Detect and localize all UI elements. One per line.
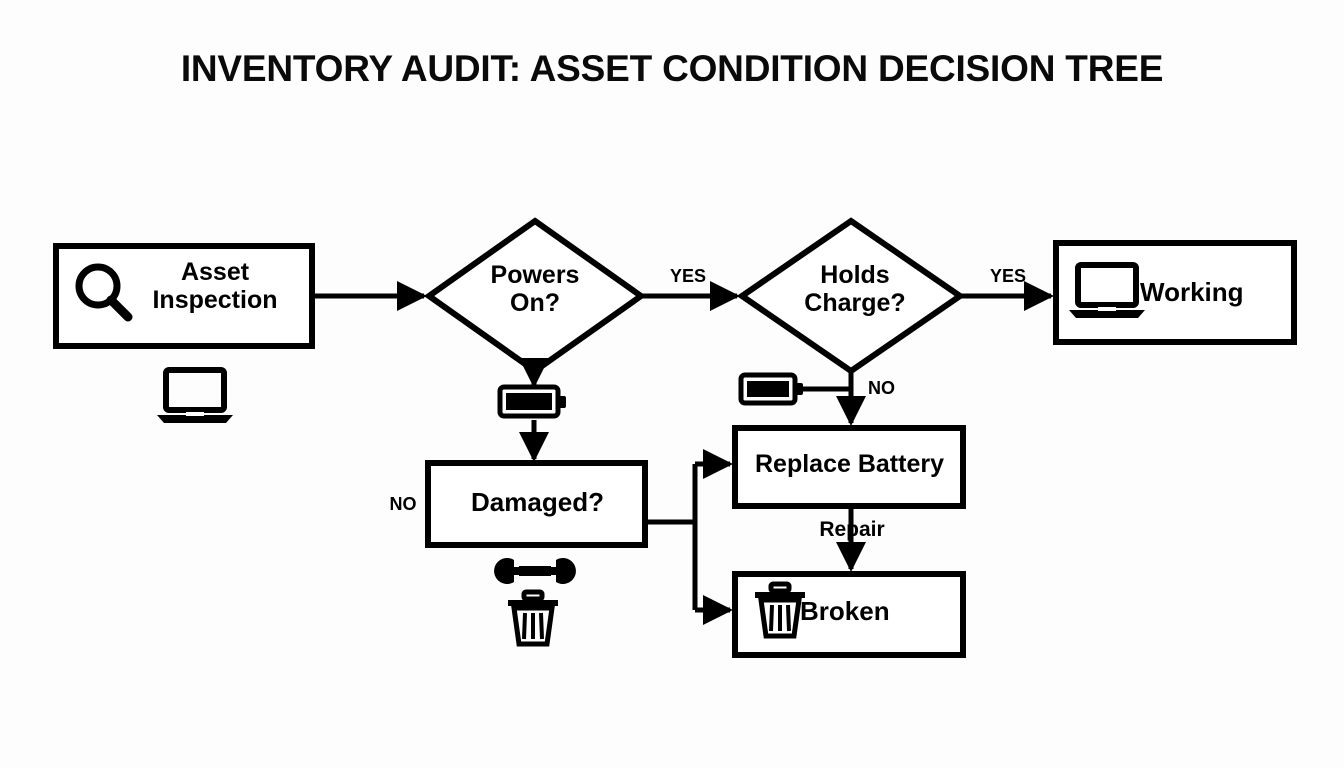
magnifier-icon — [75, 263, 133, 322]
edge-label-repair: Repair — [819, 518, 885, 541]
laptop-icon — [1069, 262, 1145, 318]
wrench-icon — [494, 558, 576, 584]
node-label-replace-battery: Replace Battery — [755, 450, 944, 478]
laptop-icon — [157, 367, 233, 423]
node-replace-battery[interactable] — [732, 425, 966, 509]
node-label-holds-charge: Holds Charge? — [804, 261, 906, 317]
node-label-damaged: Damaged? — [471, 487, 604, 517]
battery-icon — [738, 372, 803, 406]
page-title: INVENTORY AUDIT: ASSET CONDITION DECISIO… — [180, 48, 1164, 89]
node-label-asset-inspection: Asset Inspection — [152, 258, 278, 314]
node-asset-inspection[interactable] — [53, 243, 315, 349]
node-label-powers-on: Powers On? — [490, 261, 580, 317]
trash-icon — [755, 581, 805, 639]
node-label-broken: Broken — [800, 596, 890, 626]
battery-icon — [497, 384, 566, 419]
node-label-working: Working — [1140, 277, 1244, 307]
edge-label-yes-holds-to-working: YES — [989, 266, 1027, 286]
edge-label-yes-powers-to-holds: YES — [669, 266, 707, 286]
node-working[interactable] — [1053, 240, 1297, 345]
edge-label-no-holds-charge: NO — [868, 378, 895, 398]
node-damaged[interactable] — [425, 460, 648, 548]
trash-icon — [508, 589, 558, 647]
edge-label-no-damaged: NO — [389, 494, 417, 514]
